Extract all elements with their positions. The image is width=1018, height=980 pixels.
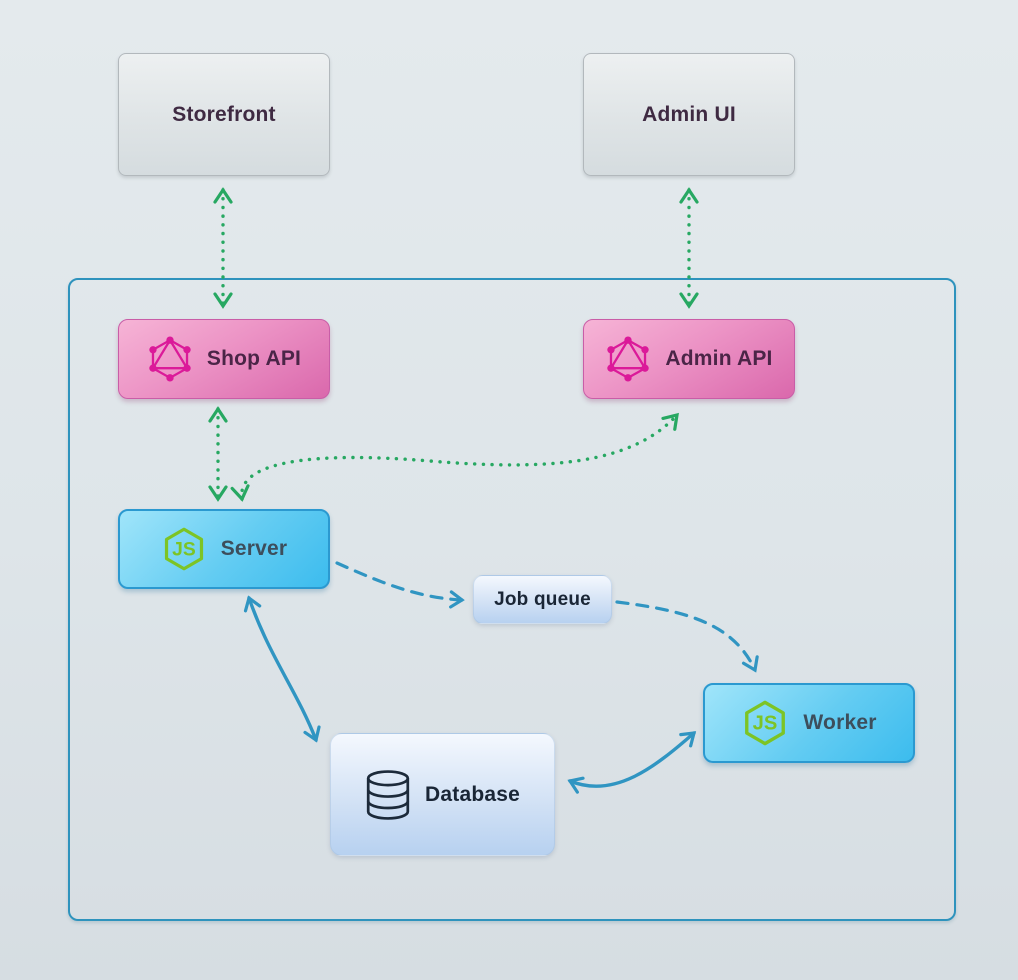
svg-text:JS: JS	[753, 713, 778, 735]
svg-text:JS: JS	[172, 539, 196, 560]
nodejs-icon: JS	[164, 527, 203, 571]
node-database: Database	[330, 733, 555, 856]
node-shop-api: Shop API	[118, 319, 330, 399]
database-icon	[366, 769, 410, 820]
node-admin-api: Admin API	[583, 319, 795, 399]
nodejs-icon: JS	[745, 700, 786, 746]
graphql-icon	[149, 336, 191, 382]
node-job-queue: Job queue	[473, 575, 612, 624]
job-queue-label: Job queue	[494, 588, 591, 610]
graphql-icon	[607, 336, 650, 382]
node-server: JS Server	[118, 509, 330, 589]
node-admin-ui: Admin UI	[583, 53, 795, 176]
server-label: Server	[220, 537, 288, 560]
admin-ui-label: Admin UI	[642, 102, 736, 126]
database-label: Database	[425, 782, 520, 806]
storefront-label: Storefront	[172, 102, 276, 126]
admin-api-label: Admin API	[665, 347, 773, 370]
node-storefront: Storefront	[118, 53, 330, 176]
node-worker: JS Worker	[703, 683, 915, 763]
shop-api-label: Shop API	[206, 347, 302, 370]
server-process-boundary	[68, 278, 956, 921]
worker-label: Worker	[803, 711, 877, 734]
